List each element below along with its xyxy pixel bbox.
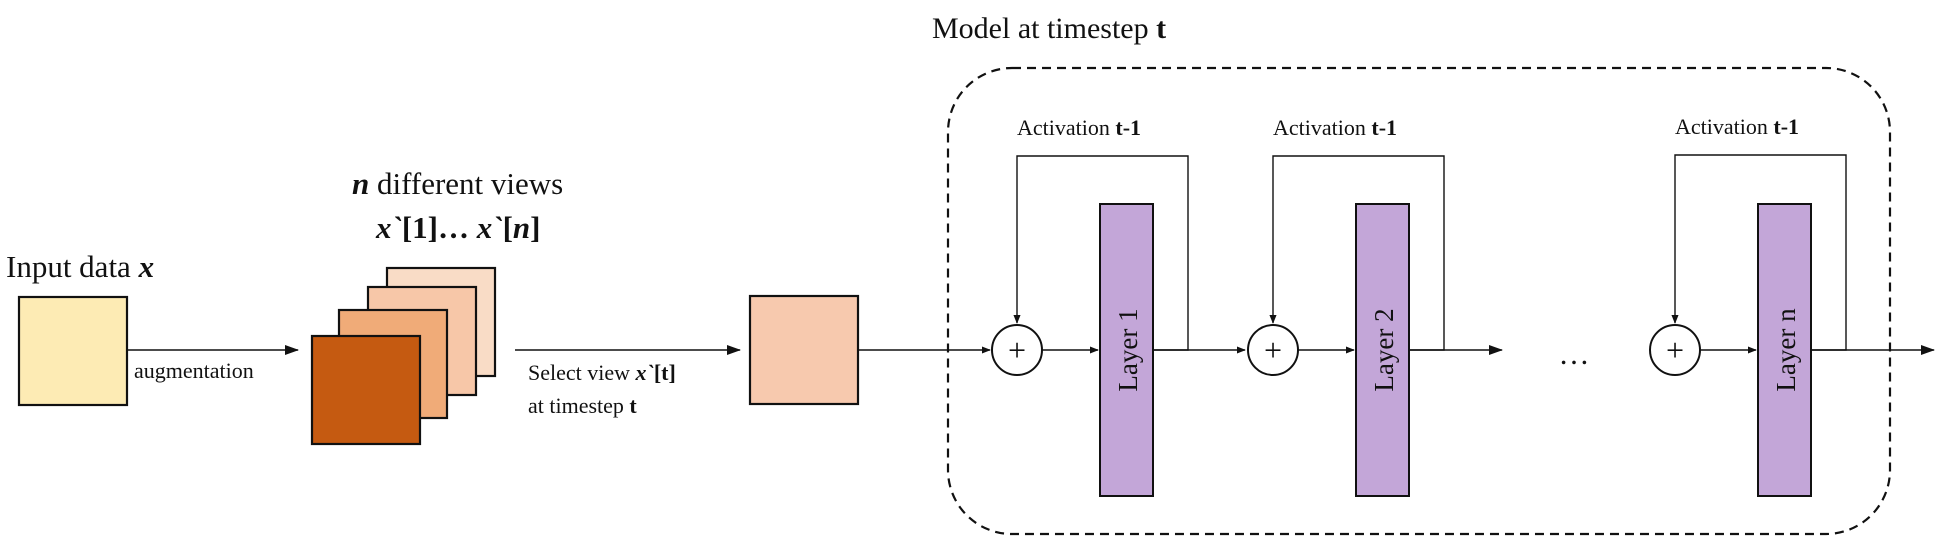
layer-label-2: Layer 2 [1369,308,1399,391]
layer-box-n [1757,203,1812,497]
select-label-line1: Select view x`[t] [528,360,676,385]
activation-label-2: Activation t-1 [1273,115,1397,140]
input-box [17,295,129,407]
input-label: Input data x [6,249,154,284]
activation-label-1: Activation t-1 [1017,115,1141,140]
view-card-1 [310,334,422,446]
layer-box-2 [1355,203,1410,497]
activation-label-n: Activation t-1 [1675,114,1799,139]
model-container [946,66,1892,536]
plus-symbol-1: + [1008,332,1026,368]
ellipsis: … [1559,336,1590,371]
plus-symbol-n: + [1666,332,1684,368]
layer-label-1: Layer 1 [1113,308,1143,391]
selected-view-box [748,294,860,406]
views-label: n different views [352,166,563,201]
plus-symbol-2: + [1264,332,1282,368]
layer-label-n: Layer n [1771,308,1801,392]
views-range: x`[1]… x`[n] [375,210,540,245]
model-title: Model at timestep t [932,12,1166,45]
augmentation-label: augmentation [134,358,254,383]
select-label-line2: at timestep t [528,393,637,418]
